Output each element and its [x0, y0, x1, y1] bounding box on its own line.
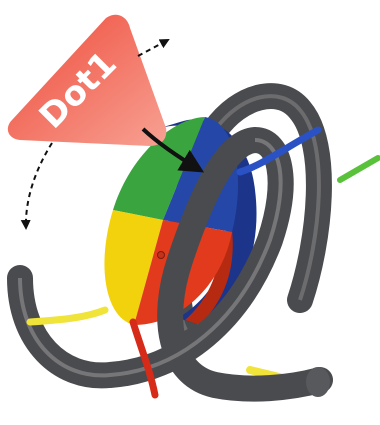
- motion-arrow-down-icon: [26, 143, 52, 228]
- green-wire-back: [340, 158, 378, 180]
- yellow-wire-front: [30, 310, 105, 322]
- motion-arrow-up-icon: [138, 40, 168, 56]
- dot2-marker: [158, 252, 165, 259]
- coil-end-cap: [306, 367, 330, 397]
- dot1-label-callout: Dot1: [8, 15, 166, 146]
